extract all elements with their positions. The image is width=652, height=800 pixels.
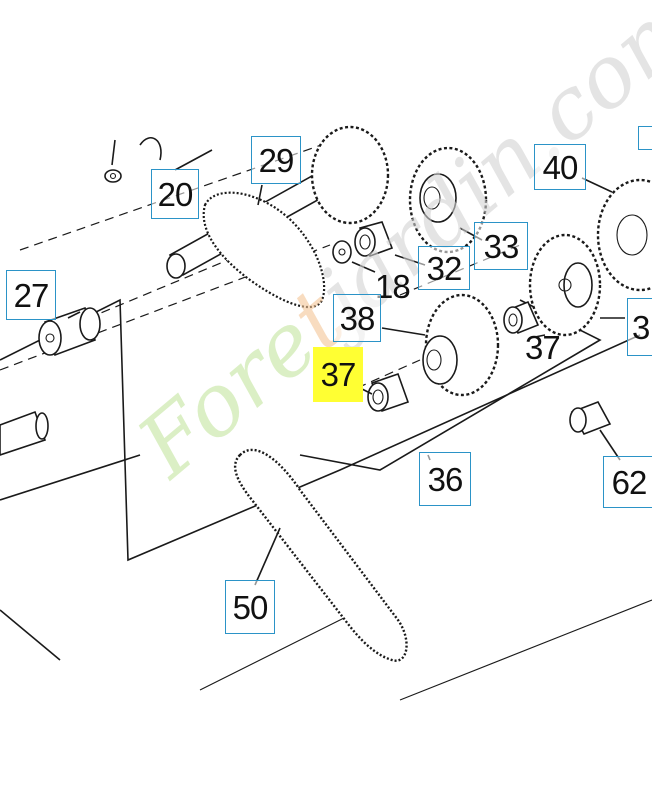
bushing-37-right <box>503 300 540 335</box>
left-end-part <box>0 410 49 456</box>
belt-50 <box>233 448 408 662</box>
clip-parts <box>104 137 162 183</box>
callout-36: 36 <box>419 452 471 506</box>
callout-40: 40 <box>534 144 586 190</box>
callout-29: 29 <box>251 136 301 184</box>
callout-37-highlighted: 37 <box>313 347 363 402</box>
sprocket-40 <box>596 178 652 292</box>
callout-62: 62 <box>603 456 652 508</box>
sprocket-38 <box>422 293 500 397</box>
sprocket-top <box>310 125 390 225</box>
callout-20: 20 <box>151 169 199 219</box>
callout-3-partial: 3 <box>627 298 652 356</box>
callout-27: 27 <box>6 270 56 320</box>
callout-32: 32 <box>418 246 470 290</box>
callout-50: 50 <box>225 580 275 634</box>
nut-62 <box>569 401 612 435</box>
bushing-37-highlighted <box>367 372 410 413</box>
callout-38: 38 <box>333 294 381 342</box>
sprocket-right-middle <box>528 233 602 337</box>
roller-27 <box>38 306 101 357</box>
label-37-right: 37 <box>525 329 561 366</box>
callout-edge-top-right <box>638 126 652 150</box>
sprocket-33 <box>408 146 488 254</box>
belt-29 <box>202 191 326 309</box>
callout-33: 33 <box>474 222 528 270</box>
bushing-32 <box>354 221 394 258</box>
washer-18 <box>332 240 352 264</box>
